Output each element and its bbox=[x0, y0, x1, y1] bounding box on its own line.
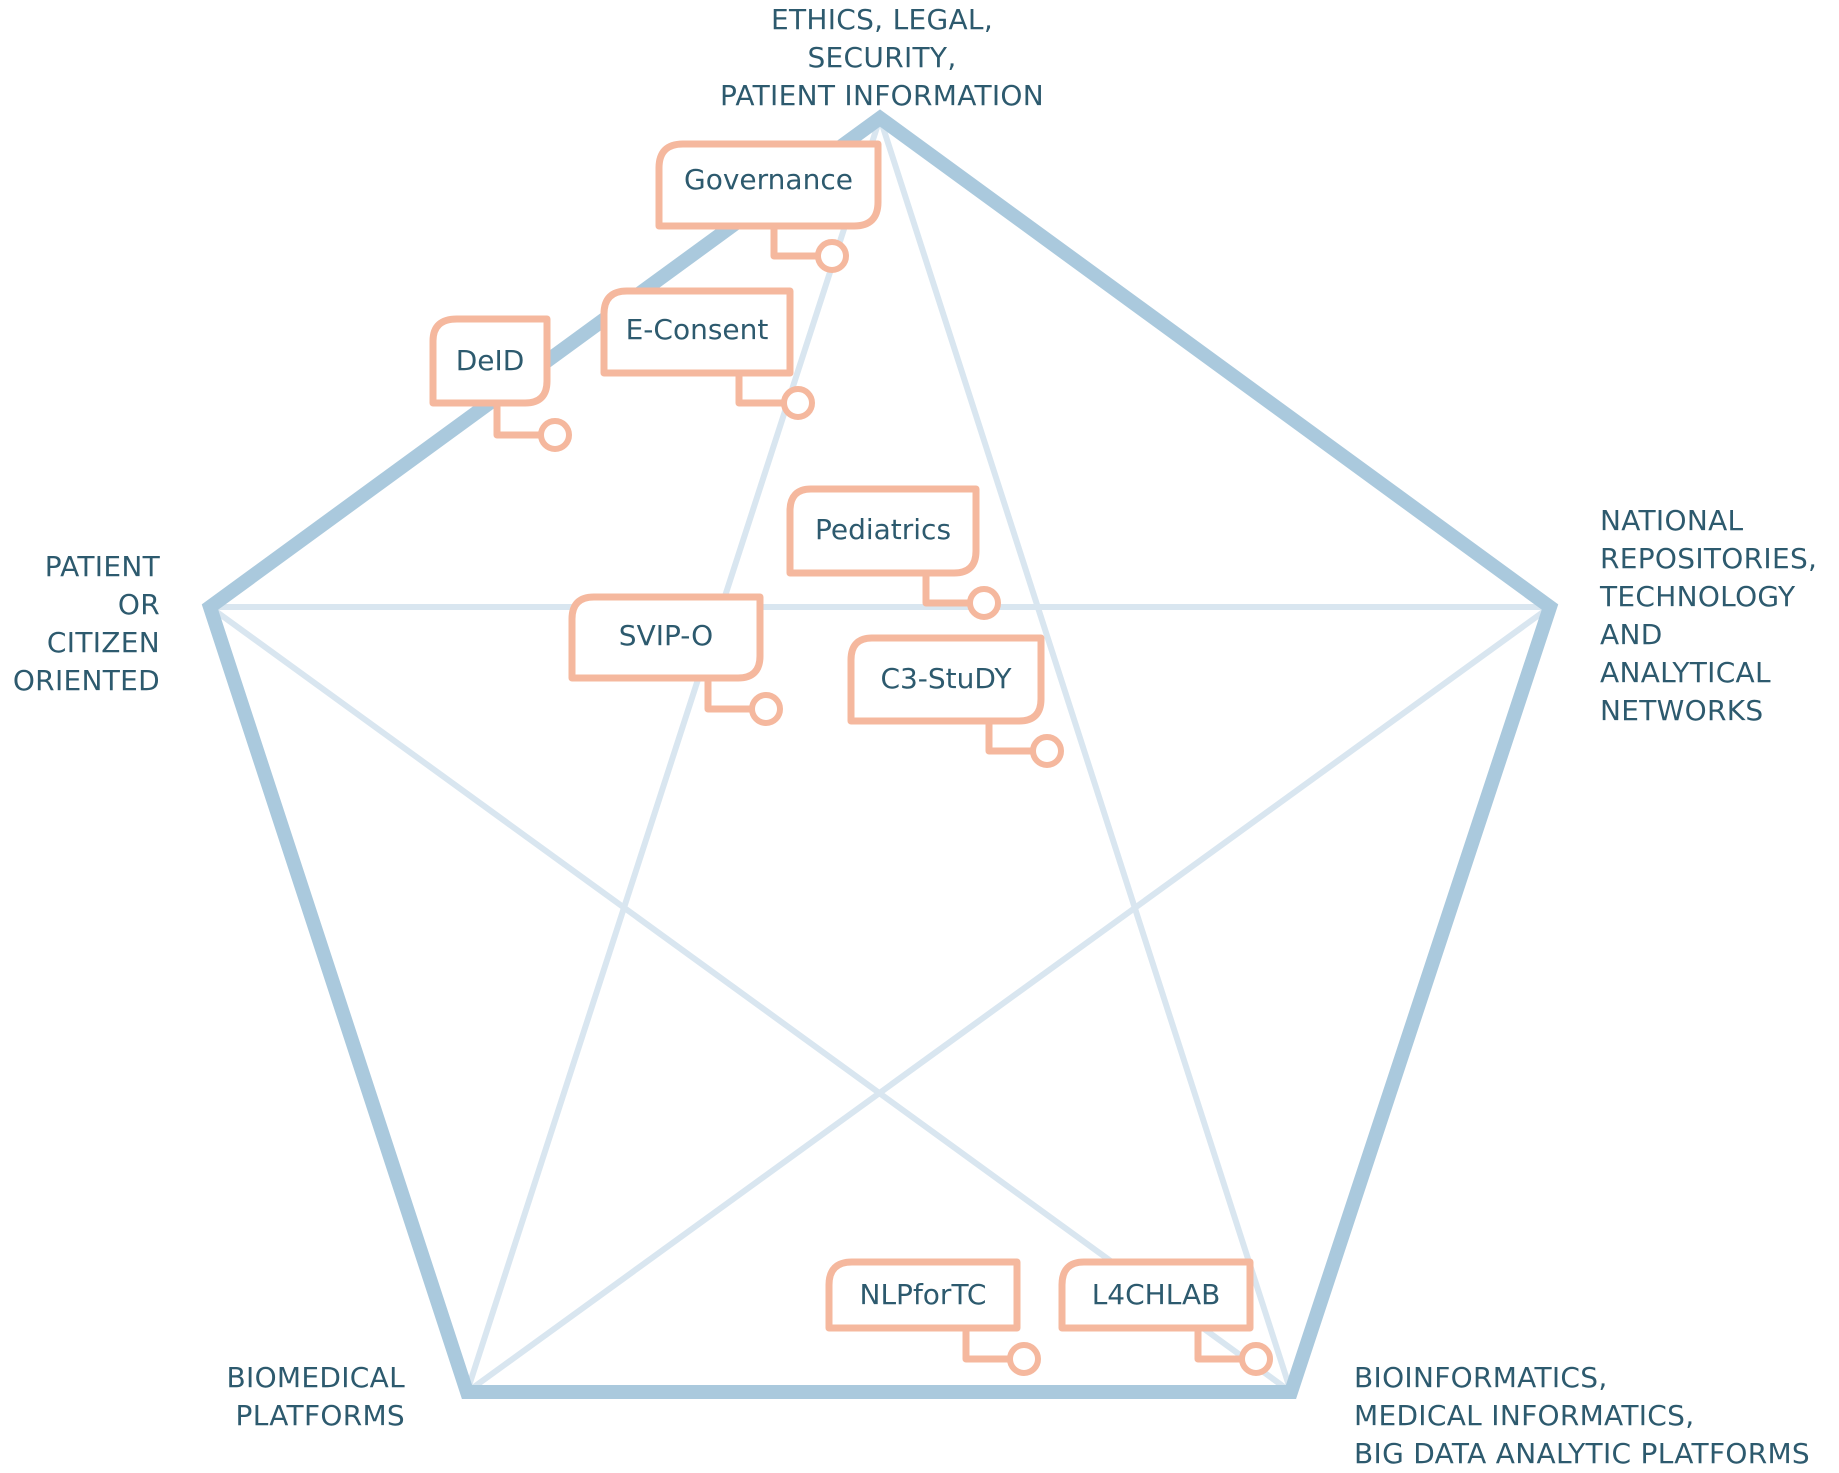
tag-l4chlab-connector bbox=[1194, 1328, 1242, 1363]
tag-econsent-connector bbox=[735, 373, 784, 407]
tag-svipo-label: SVIP-O bbox=[618, 619, 714, 652]
tag-pediatrics-label: Pediatrics bbox=[814, 513, 952, 546]
tag-pediatrics-pin bbox=[967, 586, 1001, 620]
tag-governance-box bbox=[655, 140, 882, 230]
vertex-label-right: NATIONAL REPOSITORIES, TECHNOLOGY AND AN… bbox=[1600, 504, 1818, 727]
tag-nlpfortc-box bbox=[825, 1258, 1021, 1332]
star-line-right-bottomleft bbox=[465, 604, 1552, 1395]
tag-governance-pin bbox=[815, 239, 849, 273]
tag-pediatrics-box bbox=[786, 485, 980, 577]
tag-l4chlab-box bbox=[1058, 1258, 1254, 1332]
tag-deid[interactable] bbox=[429, 315, 572, 452]
tag-c3study-label: C3-StuDY bbox=[880, 662, 1012, 695]
vertex-label-bottom-left: BIOMEDICAL PLATFORMS bbox=[226, 1361, 405, 1432]
tag-c3study[interactable] bbox=[847, 634, 1064, 768]
tag-svipo-box bbox=[568, 593, 764, 682]
tag-svipo[interactable] bbox=[568, 593, 783, 726]
tag-svipo-pin bbox=[749, 692, 783, 726]
tag-svipo-connector bbox=[704, 678, 752, 713]
tag-econsent-box bbox=[600, 287, 794, 377]
tag-l4chlab-pin bbox=[1239, 1342, 1273, 1376]
tag-c3study-pin bbox=[1030, 734, 1064, 768]
tag-deid-label: DeID bbox=[455, 344, 525, 377]
tag-nlpfortc-pin bbox=[1007, 1342, 1041, 1376]
tag-econsent-label: E-Consent bbox=[625, 313, 769, 346]
tag-governance-label: Governance bbox=[684, 163, 853, 196]
star-line-top-bottomright bbox=[877, 117, 1294, 1393]
tag-deid-connector bbox=[493, 403, 541, 439]
tag-pediatrics-connector bbox=[922, 573, 970, 607]
tag-econsent-pin bbox=[781, 386, 815, 420]
tag-governance-connector bbox=[770, 226, 818, 260]
vertex-label-top: ETHICS, LEGAL, SECURITY, PATIENT INFORMA… bbox=[719, 3, 1045, 112]
tags-layer bbox=[429, 140, 1273, 1376]
tag-econsent[interactable] bbox=[600, 287, 815, 420]
tag-governance[interactable] bbox=[655, 140, 882, 273]
tag-c3study-box bbox=[847, 634, 1045, 725]
vertex-label-bottom-right: BIOINFORMATICS, MEDICAL INFORMATICS, BIG… bbox=[1354, 1361, 1810, 1470]
star-line-top-bottomleft bbox=[464, 117, 883, 1393]
vertex-label-left: PATIENT OR CITIZEN ORIENTED bbox=[12, 550, 160, 697]
pentagon-outline bbox=[201, 109, 1559, 1399]
tag-c3study-connector bbox=[985, 721, 1033, 755]
tag-nlpfortc-connector bbox=[962, 1328, 1010, 1363]
tag-l4chlab[interactable] bbox=[1058, 1258, 1273, 1376]
tag-deid-pin bbox=[538, 418, 572, 452]
tag-nlpfortc-label: NLPforTC bbox=[859, 1278, 987, 1311]
tag-deid-box bbox=[429, 315, 551, 407]
tag-pediatrics[interactable] bbox=[786, 485, 1001, 620]
tag-nlpfortc[interactable] bbox=[825, 1258, 1041, 1376]
tag-l4chlab-label: L4CHLAB bbox=[1091, 1278, 1221, 1311]
